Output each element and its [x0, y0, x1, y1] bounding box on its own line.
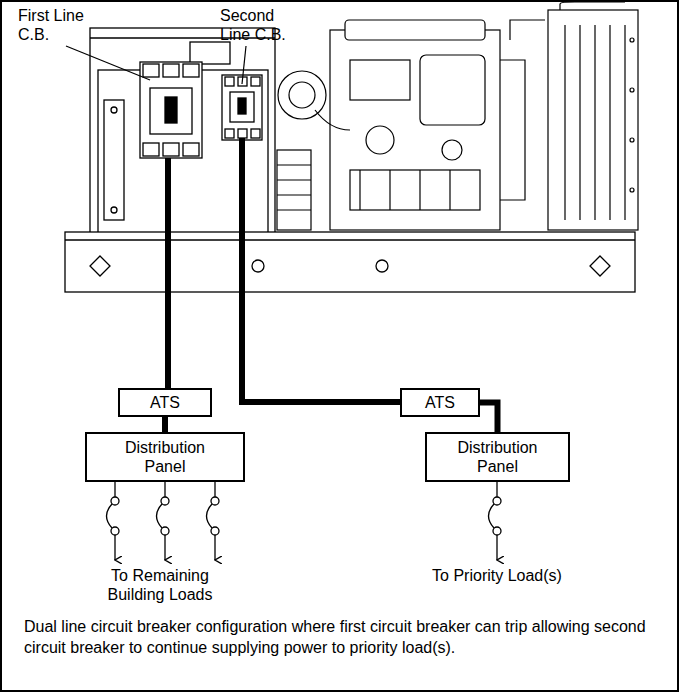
load-breakers [107, 482, 502, 560]
distribution-panel: Distribution Panel [85, 432, 245, 482]
load-label: To Remaining Building Loads [98, 566, 222, 604]
radiator [548, 2, 638, 230]
load-label: To Priority Load(s) [412, 566, 582, 585]
feeder-wires [168, 138, 400, 402]
base-skid [65, 232, 635, 292]
node-text: ATS [425, 393, 455, 412]
feeder-connector [162, 417, 168, 432]
ats-box: ATS [400, 388, 480, 417]
part-label: Second Line C.B. [220, 6, 304, 44]
node-text: ATS [150, 393, 180, 412]
node-text: Distribution Panel [445, 438, 550, 476]
feeder-connector [480, 403, 498, 433]
part-label: First Line C.B. [18, 6, 90, 44]
node-text: Distribution Panel [113, 438, 218, 476]
distribution-panel: Distribution Panel [425, 432, 570, 482]
engine [277, 20, 545, 230]
second-line-breaker [222, 75, 262, 140]
ats-box: ATS [118, 388, 212, 417]
control-box [90, 28, 275, 240]
figure-caption: Dual line circuit breaker configuration … [24, 616, 660, 658]
leader-lines [66, 46, 246, 84]
first-line-breaker [140, 62, 202, 158]
